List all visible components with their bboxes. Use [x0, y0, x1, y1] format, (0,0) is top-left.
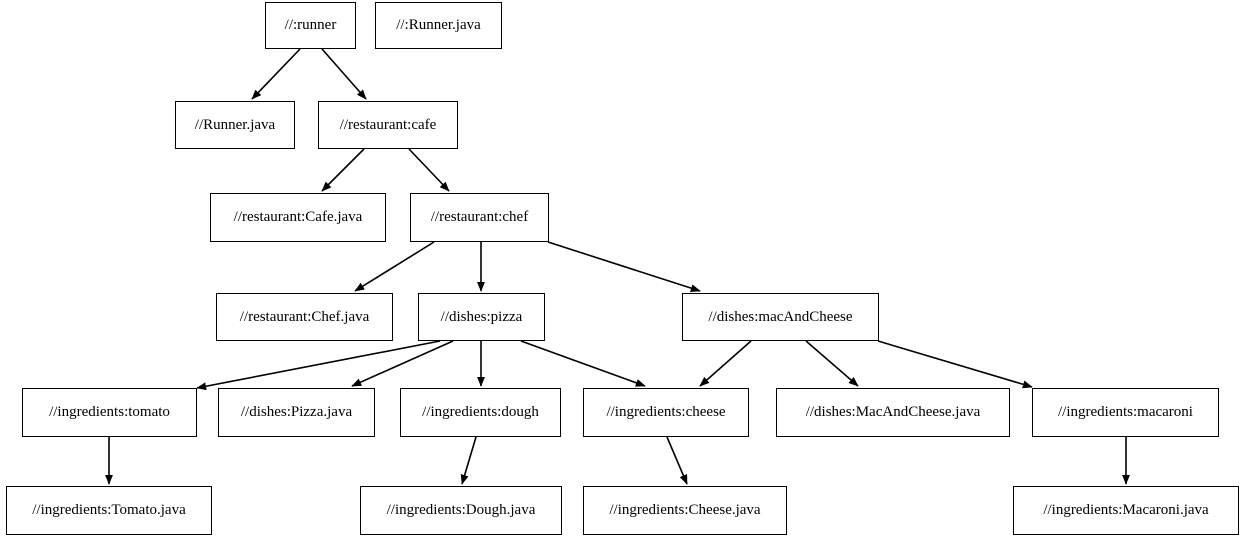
graph-edge-restaurant_chef-to-dishes_macandcheese [547, 241, 701, 292]
graph-node-label: //restaurant:Cafe.java [233, 209, 363, 225]
graph-node-label: //ingredients:Tomato.java [32, 502, 186, 518]
graph-edge-dishes_pizza-to-ingredients_cheese [520, 340, 646, 387]
graph-edge-restaurant_cafe-to-restaurant_cafe_java [321, 148, 365, 192]
graph-node-label: //ingredients:tomato [49, 404, 170, 420]
graph-edge-runner-to-runner_java [251, 48, 301, 100]
graph-node-restaurant_chef[interactable]: //restaurant:chef [410, 193, 549, 242]
graph-edge-dishes_macandcheese-to-ingredients_macaroni [877, 340, 1033, 389]
graph-node-runner_java[interactable]: //Runner.java [175, 101, 295, 149]
graph-node-ingredients_cheese[interactable]: //ingredients:cheese [583, 388, 749, 437]
graph-node-ingredients_dough_java[interactable]: //ingredients:Dough.java [360, 486, 562, 535]
graph-node-ingredients_dough[interactable]: //ingredients:dough [400, 388, 561, 437]
graph-edge-ingredients_cheese-to-ingredients_cheese_java [666, 436, 688, 485]
graph-node-label: //restaurant:Chef.java [239, 308, 370, 325]
graph-node-label: //dishes:MacAndCheese.java [805, 404, 981, 420]
graph-node-ingredients_macaroni[interactable]: //ingredients:macaroni [1032, 388, 1219, 437]
graph-node-dishes_macandcheese_java[interactable]: //dishes:MacAndCheese.java [776, 388, 1010, 437]
graph-edge-dishes_pizza-to-dishes_pizza_java [351, 340, 454, 387]
graph-node-label: //dishes:Pizza.java [240, 404, 353, 420]
graph-node-label: //dishes:macAndCheese [708, 308, 853, 325]
graph-edge-restaurant_chef-to-restaurant_chef_java [354, 241, 435, 292]
graph-node-label: //:runner [284, 17, 337, 33]
graph-node-dishes_pizza[interactable]: //dishes:pizza [418, 293, 545, 341]
graph-node-restaurant_cafe_java[interactable]: //restaurant:Cafe.java [210, 193, 386, 242]
graph-node-ingredients_tomato[interactable]: //ingredients:tomato [22, 388, 197, 437]
graph-node-label: //ingredients:Cheese.java [609, 502, 761, 518]
graph-node-label: //:Runner.java [396, 17, 481, 33]
graph-node-ingredients_tomato_java[interactable]: //ingredients:Tomato.java [6, 486, 212, 535]
graph-node-label: //ingredients:macaroni [1058, 404, 1193, 420]
graph-edge-runner-to-restaurant_cafe [321, 48, 367, 100]
graph-edge-ingredients_dough-to-ingredients_dough_java [460, 436, 477, 485]
graph-node-label: //ingredients:dough [422, 404, 539, 420]
graph-node-label: //ingredients:Dough.java [386, 502, 536, 518]
graph-edge-dishes_macandcheese-to-ingredients_cheese [699, 340, 752, 387]
graph-edge-dishes_pizza-to-ingredients_tomato [196, 340, 441, 391]
graph-node-ingredients_cheese_java[interactable]: //ingredients:Cheese.java [583, 486, 787, 535]
graph-edge-restaurant_cafe-to-restaurant_chef [408, 148, 450, 192]
graph-node-label: //ingredients:Macaroni.java [1043, 502, 1209, 518]
graph-node-label: //dishes:pizza [440, 308, 523, 325]
graph-node-root_runner_java[interactable]: //:Runner.java [375, 2, 502, 49]
graph-node-label: //restaurant:cafe [339, 116, 437, 133]
graph-node-runner[interactable]: //:runner [265, 2, 356, 49]
graph-node-ingredients_macaroni_java[interactable]: //ingredients:Macaroni.java [1013, 486, 1239, 535]
graph-node-label: //restaurant:chef [430, 209, 529, 225]
graph-edge-dishes_macandcheese-to-dishes_macandcheese_java [805, 340, 859, 387]
graph-node-restaurant_cafe[interactable]: //restaurant:cafe [318, 101, 458, 149]
graph-node-restaurant_chef_java[interactable]: //restaurant:Chef.java [216, 293, 393, 341]
graph-node-dishes_macandcheese[interactable]: //dishes:macAndCheese [682, 293, 879, 341]
graph-node-label: //ingredients:cheese [606, 404, 726, 420]
graph-node-dishes_pizza_java[interactable]: //dishes:Pizza.java [218, 388, 375, 437]
graph-node-label: //Runner.java [194, 116, 276, 133]
